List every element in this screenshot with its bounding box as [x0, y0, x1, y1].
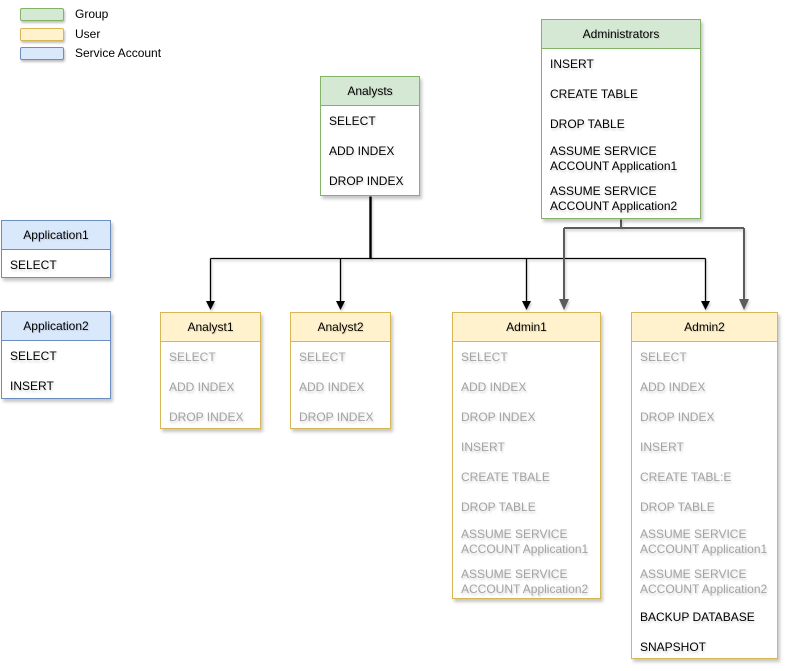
permission-item: SELECT — [10, 348, 57, 363]
permission-list: SELECT ADD INDEX DROP INDEX INSERT CREAT… — [453, 342, 600, 602]
permission-item: INSERT — [550, 56, 594, 71]
permission-item: CREATE TABLE — [550, 86, 639, 101]
permission-item: ASSUME SERVICE ACCOUNT Application1 — [461, 527, 589, 556]
group-node-administrators: Administrators INSERT CREATE TABLE DROP … — [541, 19, 701, 219]
node-title: Admin2 — [632, 313, 777, 342]
edge-administrators-tree — [563, 219, 745, 300]
permission-item: ADD INDEX — [461, 379, 527, 394]
user-node-analyst1: Analyst1 SELECT ADD INDEX DROP INDEX — [160, 312, 261, 429]
legend-item-group: Group — [20, 7, 108, 21]
permission-item: DROP TABLE — [550, 116, 625, 131]
permission-list: INSERT CREATE TABLE DROP TABLE ASSUME SE… — [542, 49, 700, 219]
edge-analysts-tree — [209, 196, 707, 302]
permission-item: DROP INDEX — [640, 409, 715, 424]
permission-item: ADD INDEX — [329, 143, 395, 158]
legend-label: Service Account — [75, 46, 162, 60]
arrowheads-analysts — [206, 301, 710, 310]
permission-item: CREATE TBALE — [461, 469, 550, 484]
permission-item: DROP INDEX — [169, 409, 244, 424]
group-color-swatch — [20, 7, 64, 21]
permission-list: SELECT ADD INDEX DROP INDEX — [321, 106, 419, 196]
legend-label: Group — [75, 7, 109, 21]
service-account-color-swatch — [20, 46, 64, 60]
permission-item: CREATE TABL:E — [640, 469, 732, 484]
permission-list: SELECT — [2, 250, 110, 280]
permission-item: ASSUME SERVICE ACCOUNT Application2 — [461, 567, 589, 596]
user-node-admin1: Admin1 SELECT ADD INDEX DROP INDEX INSER… — [452, 312, 601, 599]
permission-item: ASSUME SERVICE ACCOUNT Application2 — [640, 567, 768, 596]
user-node-analyst2: Analyst2 SELECT ADD INDEX DROP INDEX — [290, 312, 391, 429]
permission-item: DROP INDEX — [329, 173, 404, 188]
permission-list: SELECT INSERT — [2, 341, 110, 401]
permission-item: INSERT — [461, 439, 505, 454]
permission-item: ASSUME SERVICE ACCOUNT Application1 — [550, 144, 678, 173]
permission-item: ASSUME SERVICE ACCOUNT Application2 — [550, 184, 678, 213]
permission-item: BACKUP DATABASE — [640, 609, 755, 624]
node-title: Application2 — [2, 312, 110, 341]
legend-item-service-account: Service Account — [20, 46, 161, 60]
node-title: Analyst2 — [291, 313, 390, 342]
permission-item: DROP INDEX — [299, 409, 374, 424]
permission-item: ADD INDEX — [299, 379, 365, 394]
legend-item-user: User — [20, 27, 100, 41]
group-node-analysts: Analysts SELECT ADD INDEX DROP INDEX — [320, 76, 420, 196]
permission-item: SELECT — [640, 349, 687, 364]
permission-item: SELECT — [10, 257, 57, 272]
permission-item: DROP INDEX — [461, 409, 536, 424]
node-title: Admin1 — [453, 313, 600, 342]
arrowheads-administrators — [559, 299, 749, 310]
node-title: Application1 — [2, 221, 110, 250]
user-node-admin2: Admin2 SELECT ADD INDEX DROP INDEX INSER… — [631, 312, 778, 659]
service-account-node-application1: Application1 SELECT — [1, 220, 111, 278]
permission-item: ASSUME SERVICE ACCOUNT Application1 — [640, 527, 768, 556]
permission-item: SELECT — [461, 349, 508, 364]
legend-label: User — [75, 27, 101, 41]
permission-item: DROP TABLE — [461, 499, 536, 514]
permission-item: DROP TABLE — [640, 499, 715, 514]
permission-item: ADD INDEX — [640, 379, 706, 394]
permission-item: INSERT — [10, 378, 54, 393]
user-color-swatch — [20, 27, 64, 41]
permission-item: ADD INDEX — [169, 379, 235, 394]
permission-list: SELECT ADD INDEX DROP INDEX — [291, 342, 390, 432]
permission-item: SELECT — [299, 349, 346, 364]
permission-list: SELECT ADD INDEX DROP INDEX — [161, 342, 260, 432]
permission-item: SNAPSHOT — [640, 639, 707, 654]
permission-item: SELECT — [329, 113, 376, 128]
node-title: Analyst1 — [161, 313, 260, 342]
permission-item: SELECT — [169, 349, 216, 364]
node-title: Administrators — [542, 20, 700, 49]
service-account-node-application2: Application2 SELECT INSERT — [1, 311, 111, 399]
node-title: Analysts — [321, 77, 419, 106]
permission-list: SELECT ADD INDEX DROP INDEX INSERT CREAT… — [632, 342, 777, 662]
permission-item: INSERT — [640, 439, 684, 454]
